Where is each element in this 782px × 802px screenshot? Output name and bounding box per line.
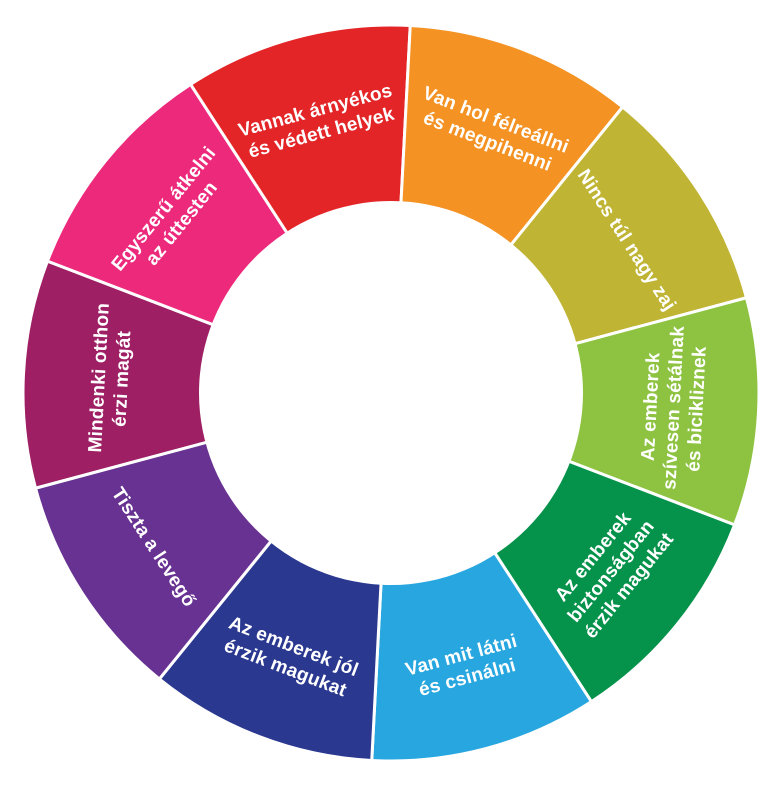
wheel-segments — [21, 23, 761, 763]
wheel-center-hole — [199, 201, 583, 585]
segment-label-line: érzi magát — [109, 330, 135, 427]
wheel-segment — [33, 438, 279, 682]
segment-label: Az emberekszívesen sétálnakés biciklizne… — [636, 324, 712, 491]
